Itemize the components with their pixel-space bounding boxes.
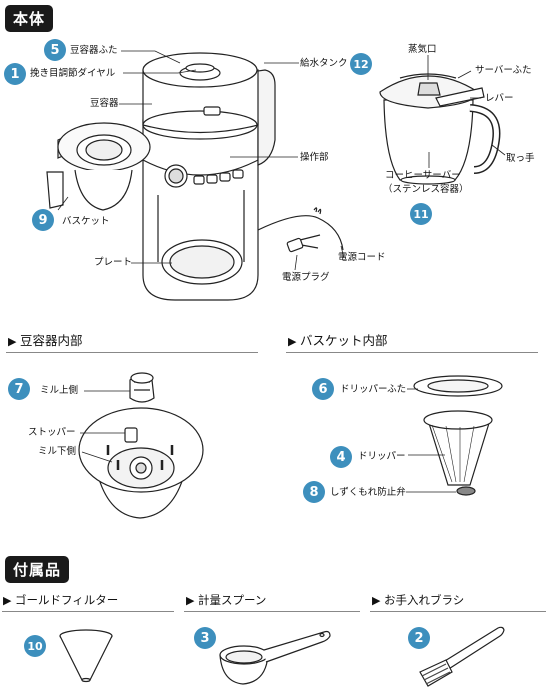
label-water-tank: 給水タンク [300, 58, 348, 69]
badge-7: 7 [8, 378, 30, 400]
label-steam-vent: 蒸気口 [408, 44, 437, 55]
badge-6: 6 [312, 378, 334, 400]
label-dripper-lid: ドリッパーふた [340, 384, 407, 395]
label-grind-dial: 挽き目調節ダイヤル [30, 68, 116, 79]
label-lever: レバー [485, 93, 514, 104]
mill-illustration [78, 372, 204, 519]
label-drip-valve: しずくもれ防止弁 [330, 487, 406, 498]
label-power-plug: 電源プラグ [282, 272, 330, 283]
label-mill-upper: ミル上側 [40, 385, 79, 396]
section-cleaning-brush: お手入れブラシ [372, 592, 464, 608]
badge-2: 2 [408, 627, 430, 649]
divider [2, 611, 174, 612]
divider [370, 611, 546, 612]
label-handle: 取っ手 [506, 153, 535, 164]
label-basket: バスケット [62, 216, 110, 227]
section-bean-container-inside: 豆容器内部 [8, 330, 83, 349]
badge-10: 10 [24, 635, 46, 657]
coffee-server-illustration [379, 55, 506, 185]
badge-9: 9 [32, 209, 54, 231]
label-control-panel: 操作部 [300, 152, 329, 163]
badge-5: 5 [44, 39, 66, 61]
badge-4: 4 [330, 446, 352, 468]
badge-3: 3 [194, 627, 216, 649]
section-measuring-spoon: 計量スプーン [186, 592, 266, 608]
label-dripper: ドリッパー [358, 451, 406, 462]
label-bean-container: 豆容器 [90, 98, 119, 109]
section-basket-inside: バスケット内部 [288, 330, 388, 349]
badge-1: 1 [4, 63, 26, 85]
badge-8: 8 [303, 481, 325, 503]
label-mill-lower: ミル下側 [38, 446, 77, 457]
divider [286, 352, 538, 353]
divider [6, 352, 258, 353]
label-bean-lid: 豆容器ふた [70, 45, 118, 56]
dripper-illustration [406, 375, 503, 496]
badge-12: 12 [350, 53, 372, 75]
label-coffee-server: コーヒーサーバー [385, 170, 461, 181]
section-gold-filter: ゴールドフィルター [3, 592, 118, 608]
coffee-maker-illustration [46, 50, 345, 301]
label-plate: プレート [94, 257, 133, 268]
label-power-cord: 電源コード [338, 252, 386, 263]
main-heading: 本体 [5, 5, 54, 32]
accessories-heading: 付属品 [5, 556, 70, 583]
label-stopper: ストッパー [28, 427, 76, 438]
label-server-lid: サーバーふた [475, 65, 532, 76]
divider [184, 611, 360, 612]
badge-11: 11 [410, 203, 432, 225]
label-stainless: （ステンレス容器） [383, 184, 469, 195]
